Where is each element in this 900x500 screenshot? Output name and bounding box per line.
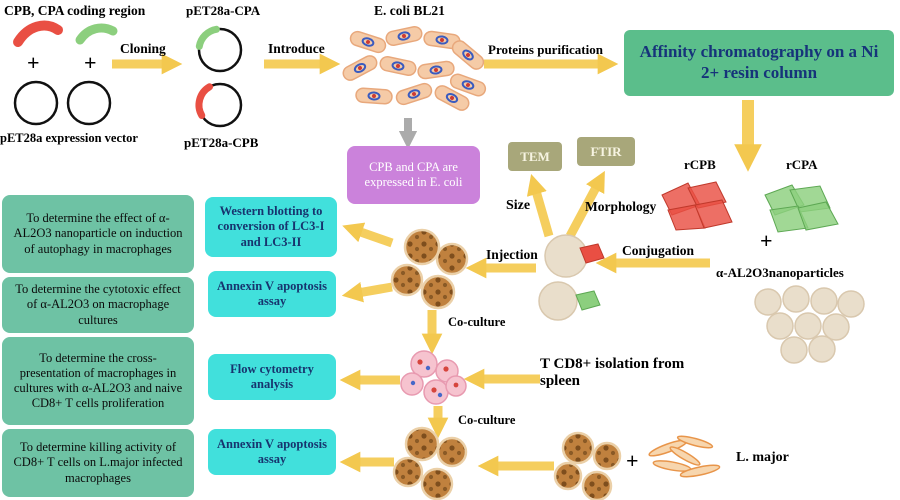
cloning-label: Cloning bbox=[120, 41, 166, 56]
tcd8-label: T CD8+ isolation from spleen bbox=[540, 356, 685, 389]
pet28a-cpa-plasmid bbox=[195, 25, 243, 73]
macrophage-cluster-bottom-right bbox=[553, 431, 622, 500]
rcpa-crystals bbox=[764, 184, 839, 233]
ecoli-bacteria-cluster bbox=[342, 25, 487, 111]
aim-box-autophagy: To determine the effect of α-AL2O3 nanop… bbox=[2, 195, 194, 273]
plus-sign-1: + bbox=[27, 50, 40, 75]
macrophage-cluster-bottom-left bbox=[392, 426, 468, 500]
coculture2-label: Co-culture bbox=[458, 413, 516, 427]
nanoparticle-cluster bbox=[754, 285, 865, 364]
rcpb-crystals bbox=[661, 181, 733, 231]
aim-box-killing: To determine killing activity of CD8+ T … bbox=[2, 429, 194, 497]
introduce-label: Introduce bbox=[268, 41, 325, 56]
coding-region-label: CPB, CPA coding region bbox=[4, 3, 146, 18]
macrophage-cluster-top bbox=[390, 228, 469, 310]
macrophage-to-westernblot-arrow bbox=[342, 222, 394, 248]
morphology-label: Morphology bbox=[585, 199, 657, 214]
tcell-macrophage-coculture bbox=[400, 350, 467, 405]
pet28a-vector-circles bbox=[13, 80, 112, 126]
plus-sign-4: + bbox=[626, 448, 639, 473]
rcpa-label: rCPA bbox=[786, 157, 818, 172]
ftir-box: FTIR bbox=[577, 137, 635, 166]
pet28a-cpb-plasmid bbox=[195, 82, 243, 128]
pet28a-cpa-label: pET28a-CPA bbox=[186, 3, 261, 18]
plus-sign-2: + bbox=[84, 50, 97, 75]
conjugated-rcpb-crystal bbox=[579, 243, 605, 264]
lmajor-parasites bbox=[648, 435, 721, 478]
aim-box-cytotoxic: To determine the cytotoxic effect of α-A… bbox=[2, 277, 194, 333]
assay-box-westernblot: Western blotting to conversion of LC3-I … bbox=[205, 197, 337, 257]
assay-box-annexin-2: Annexin V apoptosis assay bbox=[208, 429, 336, 475]
assay-box-annexin-1: Annexin V apoptosis assay bbox=[208, 271, 336, 317]
size-tem-arrow bbox=[526, 174, 554, 238]
nanoparticles-label: α-AL2O3nanoparticles bbox=[716, 265, 844, 280]
macrophage-to-annexin-arrow bbox=[341, 282, 393, 303]
expressed-box: CPB and CPA are expressed in E. coli bbox=[347, 146, 480, 204]
tem-box: TEM bbox=[508, 142, 562, 171]
size-label: Size bbox=[506, 198, 531, 213]
morphology-ftir-arrow bbox=[566, 170, 605, 239]
flow-arrows bbox=[112, 53, 762, 477]
conjugated-rcpa-crystal bbox=[575, 290, 601, 311]
pet28a-cpb-label: pET28a-CPB bbox=[184, 135, 259, 150]
cpb-coding-region-shape bbox=[13, 20, 63, 47]
coculture1-label: Co-culture bbox=[448, 315, 506, 329]
affinity-chromatography-box: Affinity chromatography on a Ni 2+ resin… bbox=[624, 30, 894, 96]
lmajor-label: L. major bbox=[736, 450, 789, 465]
aim-box-crosspresentation: To determine the cross-presentation of m… bbox=[2, 337, 194, 425]
conjugated-nanoparticles bbox=[538, 234, 605, 321]
assay-box-flowcytometry: Flow cytometry analysis bbox=[208, 354, 336, 400]
injection-label: Injection bbox=[486, 247, 538, 262]
plus-sign-3: + bbox=[760, 228, 773, 253]
ecoli-label: E. coli BL21 bbox=[374, 3, 445, 18]
conjugation-label: Conjugation bbox=[622, 243, 695, 258]
cpa-coding-region-shape bbox=[75, 23, 118, 45]
vector-label: pET28a expression vector bbox=[0, 131, 138, 145]
rcpb-label: rCPB bbox=[684, 157, 716, 172]
purification-label: Proteins purification bbox=[488, 42, 603, 57]
